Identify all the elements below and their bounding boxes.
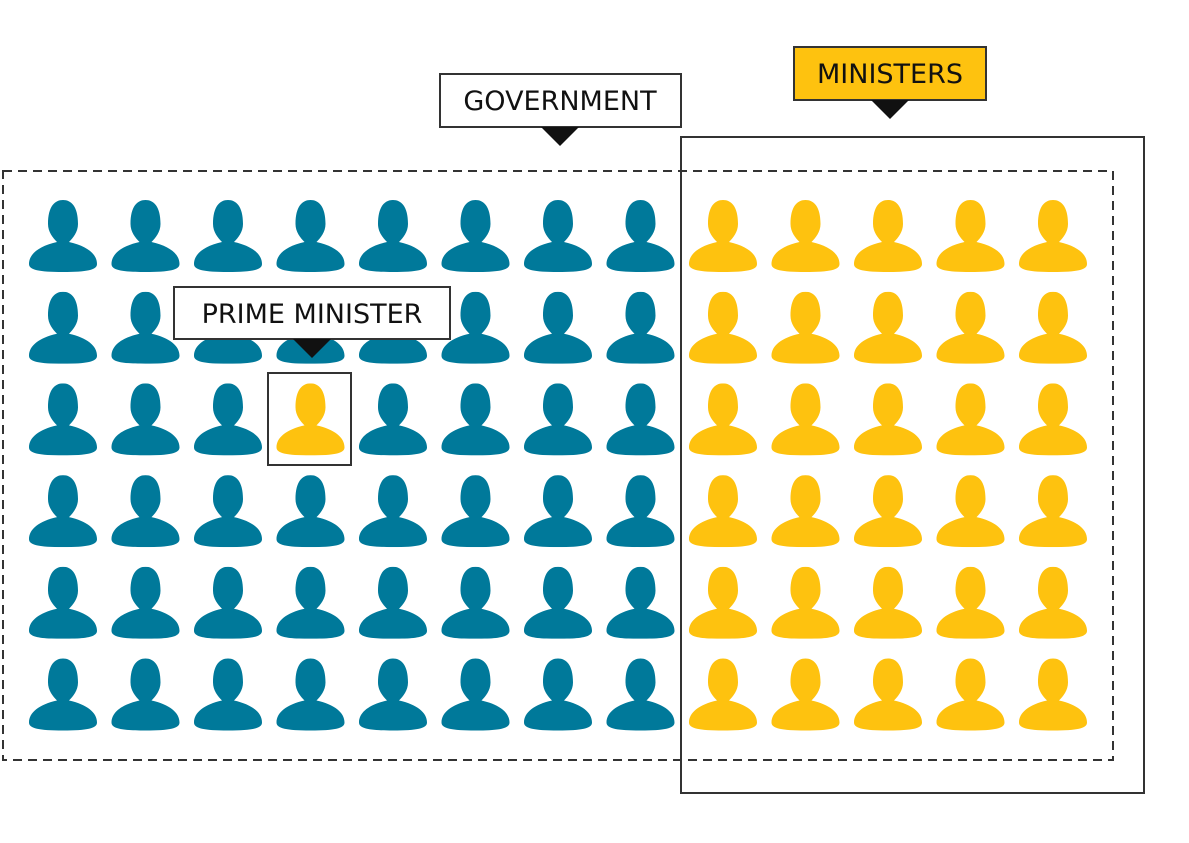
government-member-person-icon xyxy=(606,383,675,456)
government-member-person-icon xyxy=(606,658,675,731)
government-member-person-icon xyxy=(194,383,262,456)
government-callout-pointer xyxy=(541,127,579,146)
government-member-person-icon xyxy=(441,291,510,364)
government-member-person-icon xyxy=(111,658,180,731)
government-member-person-icon xyxy=(194,658,262,731)
minister-person-icon xyxy=(771,566,840,639)
prime-minister-person-icon xyxy=(276,383,345,456)
government-member-person-icon xyxy=(276,566,345,639)
minister-person-icon xyxy=(1019,200,1087,272)
government-member-person-icon xyxy=(359,383,427,456)
minister-person-icon xyxy=(854,200,922,272)
ministers-boundary xyxy=(680,136,1145,794)
government-member-person-icon xyxy=(524,475,592,548)
minister-person-icon xyxy=(854,566,922,639)
minister-person-icon xyxy=(771,200,840,272)
minister-person-icon xyxy=(689,383,757,456)
government-member-person-icon xyxy=(606,200,675,272)
minister-person-icon xyxy=(1019,383,1087,456)
ministers-label: MINISTERS xyxy=(817,59,963,90)
prime-minister-callout: PRIME MINISTER xyxy=(173,286,451,358)
government-member-person-icon xyxy=(29,291,97,364)
government-member-person-icon xyxy=(29,658,97,731)
prime-minister-highlight-box xyxy=(267,372,352,466)
minister-person-icon xyxy=(1019,291,1087,364)
prime-minister-callout-pointer xyxy=(293,339,331,358)
minister-person-icon xyxy=(854,291,922,364)
government-member-person-icon xyxy=(524,383,592,456)
government-member-person-icon xyxy=(29,475,97,548)
minister-person-icon xyxy=(854,475,922,548)
minister-person-icon xyxy=(854,658,922,731)
government-member-person-icon xyxy=(111,566,180,639)
government-member-person-icon xyxy=(276,475,345,548)
minister-person-icon xyxy=(771,291,840,364)
minister-person-icon xyxy=(689,291,757,364)
minister-person-icon xyxy=(936,475,1005,548)
minister-person-icon xyxy=(689,566,757,639)
government-member-person-icon xyxy=(524,200,592,272)
government-member-person-icon xyxy=(111,475,180,548)
people-grid xyxy=(29,200,1087,731)
minister-person-icon xyxy=(689,658,757,731)
government-member-person-icon xyxy=(29,200,97,272)
minister-person-icon xyxy=(936,291,1005,364)
government-member-person-icon xyxy=(359,566,427,639)
government-member-person-icon xyxy=(606,566,675,639)
government-member-person-icon xyxy=(29,383,97,456)
government-boundary xyxy=(2,170,1114,761)
government-member-person-icon xyxy=(524,291,592,364)
government-member-person-icon xyxy=(606,291,675,364)
government-member-person-icon xyxy=(111,291,180,364)
minister-person-icon xyxy=(689,200,757,272)
government-member-person-icon xyxy=(111,383,180,456)
minister-person-icon xyxy=(771,475,840,548)
government-member-person-icon xyxy=(441,475,510,548)
government-member-person-icon xyxy=(441,383,510,456)
government-member-person-icon xyxy=(524,658,592,731)
government-member-person-icon xyxy=(111,200,180,272)
minister-person-icon xyxy=(936,383,1005,456)
government-member-person-icon xyxy=(194,475,262,548)
government-member-person-icon xyxy=(524,566,592,639)
minister-person-icon xyxy=(1019,566,1087,639)
ministers-callout-pointer xyxy=(871,100,909,119)
government-member-person-icon xyxy=(359,475,427,548)
government-member-person-icon xyxy=(606,475,675,548)
government-member-person-icon xyxy=(441,658,510,731)
minister-person-icon xyxy=(771,658,840,731)
prime-minister-label: PRIME MINISTER xyxy=(202,299,423,330)
minister-person-icon xyxy=(1019,475,1087,548)
government-member-person-icon xyxy=(359,200,427,272)
minister-person-icon xyxy=(1019,658,1087,731)
government-member-person-icon xyxy=(441,566,510,639)
government-member-person-icon xyxy=(276,200,345,272)
government-member-person-icon xyxy=(29,566,97,639)
government-member-person-icon xyxy=(194,200,262,272)
government-member-person-icon xyxy=(359,658,427,731)
government-label: GOVERNMENT xyxy=(463,86,657,117)
minister-person-icon xyxy=(854,383,922,456)
minister-person-icon xyxy=(936,566,1005,639)
minister-person-icon xyxy=(936,200,1005,272)
minister-person-icon xyxy=(689,475,757,548)
minister-person-icon xyxy=(771,383,840,456)
government-member-person-icon xyxy=(194,566,262,639)
government-callout: GOVERNMENT xyxy=(439,73,682,146)
minister-person-icon xyxy=(936,658,1005,731)
government-member-person-icon xyxy=(441,200,510,272)
government-member-person-icon xyxy=(276,658,345,731)
ministers-callout: MINISTERS xyxy=(793,46,987,119)
